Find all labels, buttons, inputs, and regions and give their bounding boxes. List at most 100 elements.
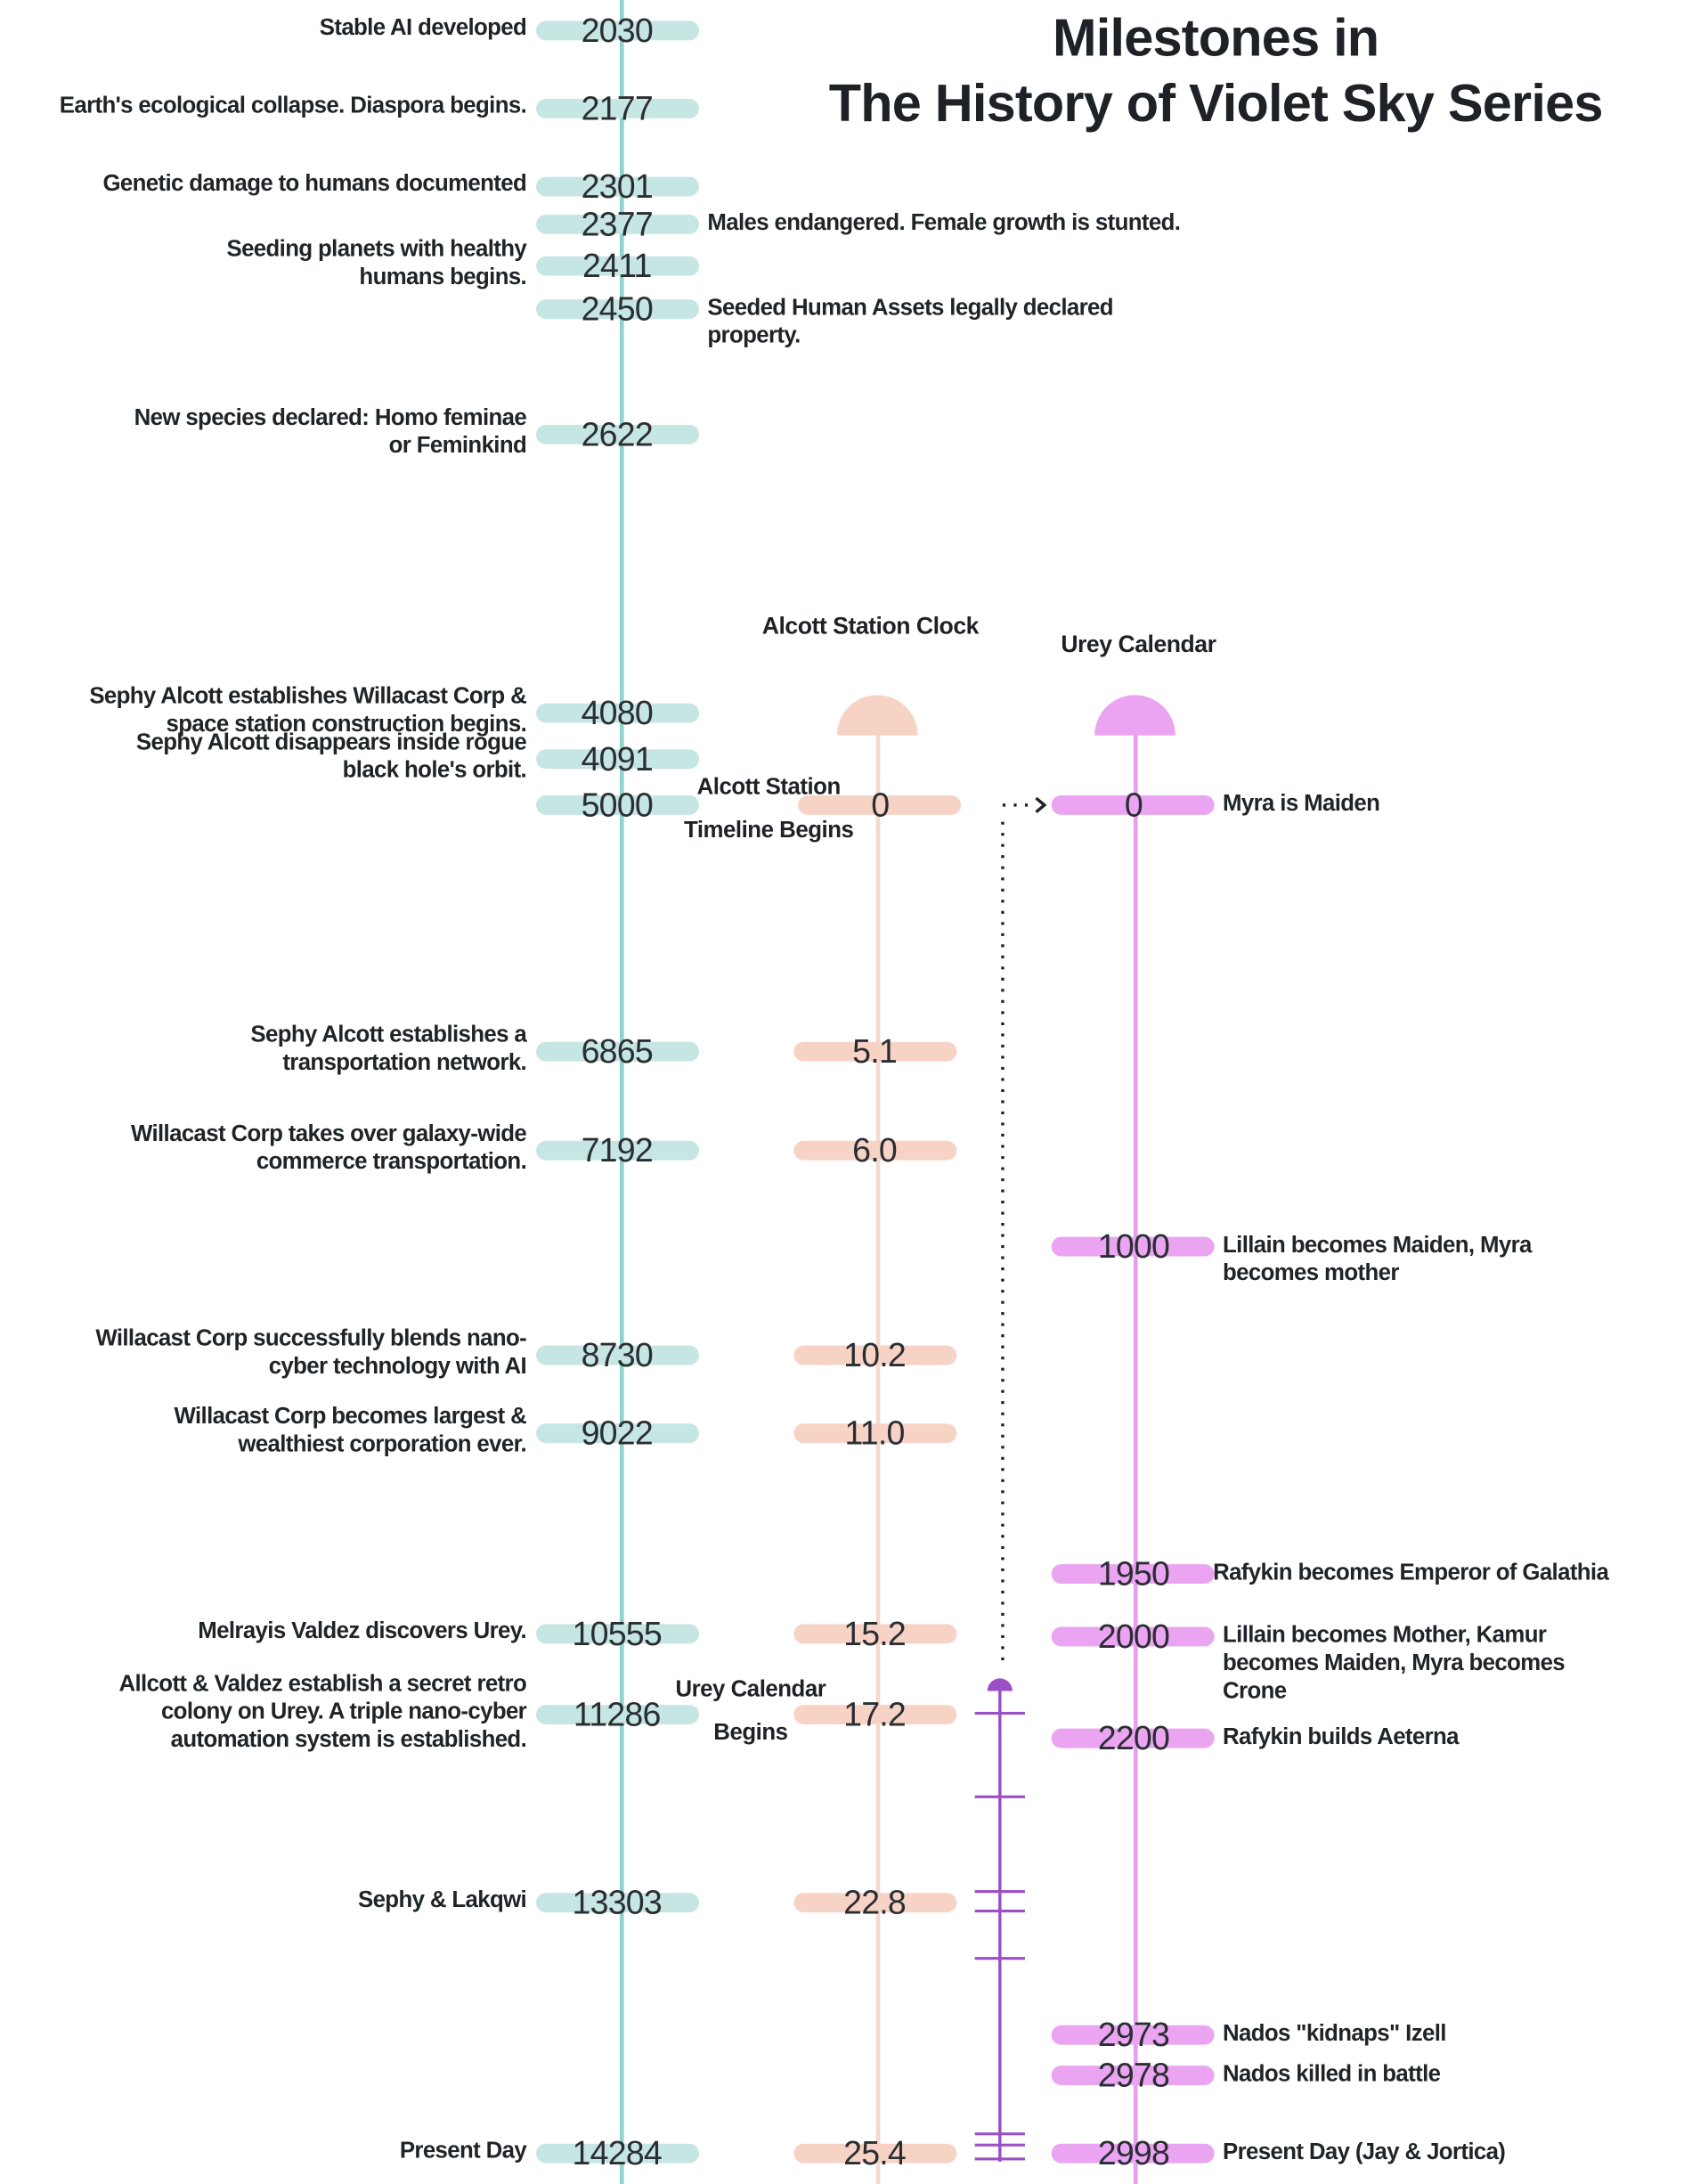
urey-begins-tick [974,1909,1025,1913]
urey-begins-tick [974,2157,1025,2161]
main-event-year: 13303 [572,1884,663,1923]
alcott-event-pill [793,1140,957,1161]
main-event-label: Genetic damage to humans documented [102,171,527,197]
urey-event-year: 2978 [1097,2057,1170,2095]
main-event-year: 14284 [572,2135,663,2173]
urey-event-pill [1051,795,1215,815]
main-event-year: 2177 [581,90,654,128]
alcott-event-pill [798,795,962,815]
main-event-label: Sephy Alcott establishes Willacast Corp … [89,683,527,738]
title-line-1: Milestones in [1053,9,1379,69]
alcott-event-value: 17.2 [843,1696,907,1734]
urey-event-label: Myra is Maiden [1223,791,1380,817]
title-line-2: The History of Violet Sky Series [828,75,1604,134]
urey-event-pill [1051,2143,1215,2164]
urey-begins-tick [974,1711,1025,1715]
main-event-year: 5000 [581,786,654,825]
main-event-label: Allcott & Valdez establish a secret retr… [118,1671,527,1753]
main-event-pill [536,214,700,234]
urey-event-pill [1051,1728,1215,1748]
main-event-year: 2030 [581,12,654,51]
main-event-pill [536,1624,700,1644]
alcott-event-pill [793,1705,957,1724]
urey-event-label: Nados "kidnaps" Izell [1223,2021,1446,2047]
alcott-event-value: 10.2 [843,1337,907,1375]
main-event-year: 10555 [572,1616,663,1654]
main-timeline-axis [619,0,624,2184]
main-event-year: 4091 [581,740,654,779]
main-event-year: 2411 [582,248,652,286]
urey-event-label: Rafykin builds Aeterna [1223,1724,1460,1750]
main-event-label: Willacast Corp successfully blends nano-… [95,1325,527,1380]
urey-timeline-axis [1133,724,1138,2184]
main-event-year: 2622 [581,416,654,454]
urey-event-year: 2973 [1097,2017,1170,2055]
main-event-pill [536,1140,700,1161]
main-event-pill [536,299,700,320]
urey-begins-tick [974,2132,1025,2136]
alcott-event-value: 22.8 [843,1884,907,1923]
main-event-pill [536,1423,700,1444]
main-event-pill [536,2143,700,2164]
arrowhead-icon [1035,796,1047,814]
urey-event-year: 1950 [1097,1555,1170,1593]
urey-event-pill [1051,1236,1215,1257]
urey-event-year: 2998 [1097,2135,1170,2173]
main-event-pill [536,20,700,41]
urey-event-pill [1051,2025,1215,2045]
alcott-event-pill [793,1041,957,1062]
urey-begins-annotation: Urey Calendar Begins [675,1676,826,1746]
main-event-year: 2377 [581,206,654,244]
main-event-pill [536,1893,700,1913]
alcott-event-value: 5.1 [852,1033,898,1072]
main-event-pill [536,795,700,815]
main-event-pill [536,703,700,723]
main-event-pill [536,749,700,770]
main-event-pill [536,424,700,444]
urey-begins-tick [974,1795,1025,1798]
main-event-pill [536,1705,700,1724]
urey-event-label: Rafykin becomes Emperor of Galathia [1213,1560,1609,1585]
main-event-label: Willacast Corp becomes largest &wealthie… [174,1404,527,1457]
main-event-label: Earth's ecological collapse. Diaspora be… [59,93,527,118]
main-event-year: 8730 [581,1337,654,1375]
alcott-column-heading: Alcott Station Clock [761,613,980,640]
main-event-pill [536,99,700,118]
main-event-year: 7192 [581,1132,654,1170]
alcott-event-value: 0 [871,786,890,825]
urey-column-heading: Urey Calendar [1061,631,1216,658]
urey-event-year: 0 [1124,786,1143,825]
urey-event-pill [1051,2066,1215,2086]
main-event-label: Sephy & Lakqwi [357,1887,527,1913]
main-event-pill [536,256,700,276]
main-event-year: 2301 [581,168,654,207]
urey-event-pill [1051,1626,1215,1647]
urey-event-label: Present Day (Jay & Jortica) [1223,2139,1506,2165]
urey-event-year: 2200 [1097,1720,1170,1758]
urey-begins-dome [987,1678,1013,1691]
urey-event-label: Nados killed in battle [1223,2061,1441,2087]
alcott-event-pill [793,1624,957,1644]
alcott-timeline-axis [875,724,881,2184]
main-event-pill [536,1345,700,1365]
alcott-event-value: 25.4 [843,2135,907,2173]
alcott-event-pill [793,1423,957,1444]
alcott-event-value: 15.2 [843,1616,907,1654]
alcott-event-pill [793,2143,957,2164]
urey-event-pill [1051,1564,1215,1585]
main-event-label: Males endangered. Female growth is stunt… [707,210,1181,236]
main-event-pill [536,176,700,197]
urey-begins-tick [974,1957,1025,1960]
urey-begins-tick [974,2143,1025,2147]
main-event-year: 6865 [581,1033,654,1072]
